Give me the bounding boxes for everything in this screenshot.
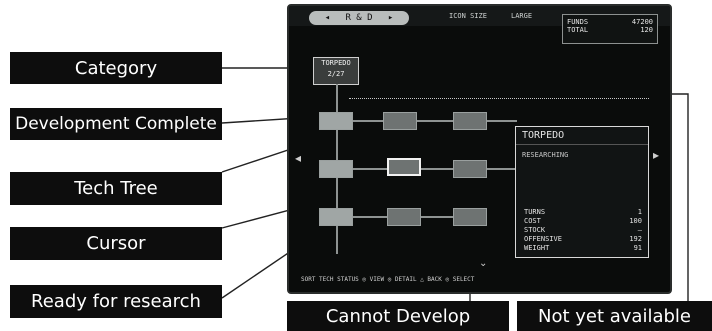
tree-link — [353, 168, 387, 170]
tree-link — [487, 168, 517, 170]
callout-tech-tree: Tech Tree — [10, 172, 222, 205]
chevron-right-icon[interactable]: ▸ — [387, 13, 394, 23]
panel-stats: TURNS 1 COST 100 STOCK — OFFENSIVE 192 WEIGH… — [524, 208, 642, 253]
rd-tab[interactable]: ◂ R & D ▸ — [309, 11, 409, 25]
game-screen: ◂ R & D ▸ ICON SIZE LARGE FUNDS 47200 TOT… — [287, 4, 672, 294]
tech-node-complete[interactable] — [319, 112, 353, 130]
total-label: TOTAL — [567, 26, 589, 34]
stat-label: TURNS — [524, 208, 546, 216]
tree-link — [487, 120, 517, 122]
tech-node-ready[interactable] — [319, 208, 353, 226]
tech-node[interactable] — [453, 112, 487, 130]
scroll-right-icon[interactable]: ▸ — [653, 148, 660, 162]
button-hints-bar: SORT TECH STATUS ◎ VIEW ◎ DETAIL △ BACK … — [301, 276, 475, 283]
tech-node-cannot-develop[interactable] — [453, 208, 487, 226]
tech-node[interactable] — [387, 208, 421, 226]
funds-label: FUNDS — [567, 18, 589, 26]
tech-node-complete[interactable] — [319, 160, 353, 178]
tree-link — [421, 216, 453, 218]
category-name: TORPEDO — [321, 59, 351, 67]
total-value: 120 — [640, 26, 653, 34]
panel-title: TORPEDO — [516, 127, 648, 145]
icon-size-label: ICON SIZE — [449, 12, 487, 20]
chevron-left-icon[interactable]: ◂ — [324, 13, 331, 23]
callout-ready-for-research: Ready for research — [10, 285, 222, 318]
tree-link — [417, 120, 453, 122]
rd-tab-label: R & D — [345, 13, 373, 23]
tech-info-panel: TORPEDO RESEARCHING TURNS 1 COST 100 STOCK… — [515, 126, 649, 258]
funds-box: FUNDS 47200 TOTAL 120 — [562, 14, 658, 44]
scroll-left-icon[interactable]: ◂ — [295, 151, 302, 165]
tree-link — [421, 168, 453, 170]
callout-category: Category — [10, 52, 222, 84]
funds-value: 47200 — [631, 18, 653, 26]
panel-status: RESEARCHING — [522, 151, 569, 159]
tree-link — [353, 216, 387, 218]
stat-value: 100 — [629, 217, 642, 225]
callout-cannot-develop: Cannot Develop — [287, 301, 509, 331]
category-box[interactable]: TORPEDO 2/27 — [313, 57, 359, 85]
stat-value: 192 — [629, 235, 642, 243]
tech-node[interactable] — [453, 160, 487, 178]
tree-link — [353, 120, 383, 122]
scroll-down-icon[interactable]: ⌄ — [479, 258, 488, 269]
stat-label: WEIGHT — [524, 244, 550, 252]
icon-size-value[interactable]: LARGE — [511, 12, 533, 20]
callout-cursor: Cursor — [10, 227, 222, 260]
tech-node-cursor[interactable] — [387, 158, 421, 176]
stat-label: STOCK — [524, 226, 546, 234]
tech-node[interactable] — [383, 112, 417, 130]
stat-value: — — [637, 226, 642, 234]
stat-label: COST — [524, 217, 541, 225]
callout-development-complete: Development Complete — [10, 108, 222, 140]
category-index: 2/27 — [327, 70, 345, 78]
stat-label: OFFENSIVE — [524, 235, 562, 243]
callout-not-yet-available: Not yet available — [517, 301, 712, 331]
stat-value: 1 — [637, 208, 642, 216]
stat-value: 91 — [633, 244, 642, 252]
dotted-line-unavailable — [349, 98, 649, 99]
